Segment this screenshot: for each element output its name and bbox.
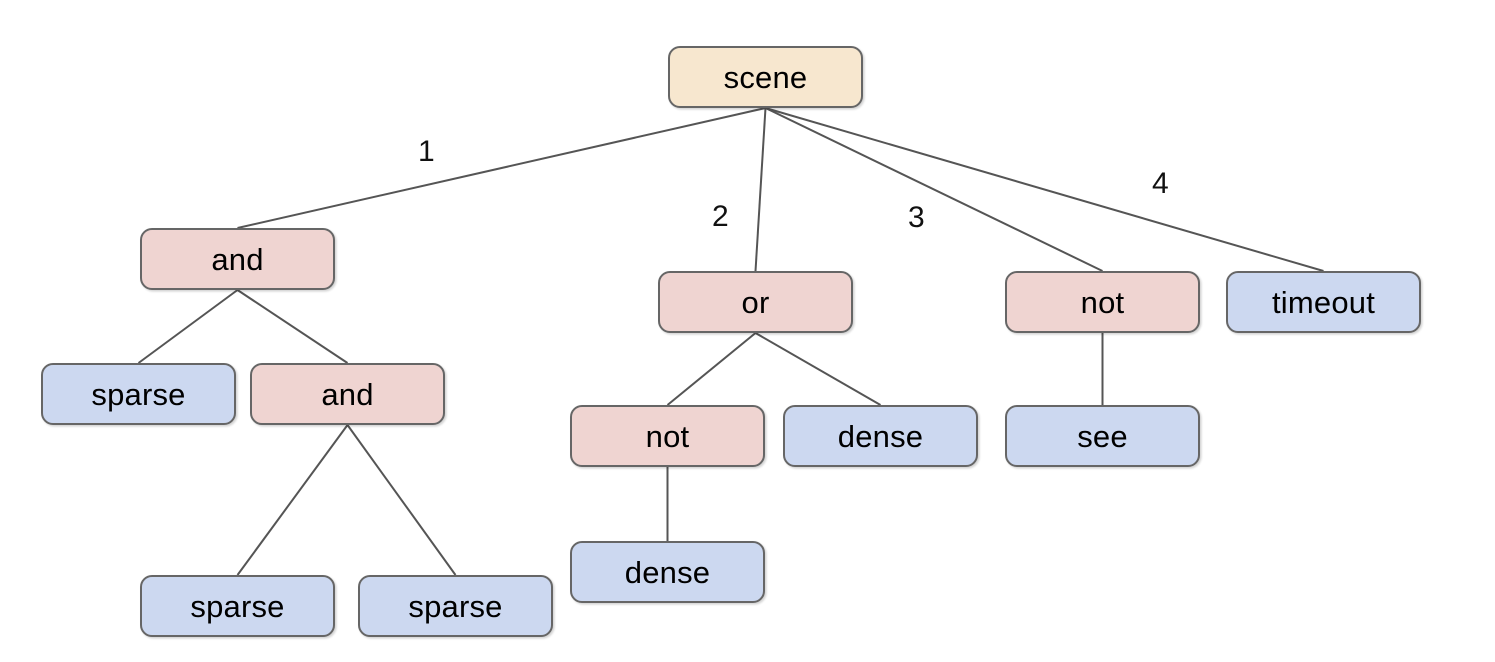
edge-label-scene-timeout1: 4: [1152, 167, 1169, 200]
tree-node-label: or: [741, 284, 770, 320]
tree-node-sparse1[interactable]: sparse: [41, 363, 236, 425]
tree-node-label: timeout: [1271, 284, 1376, 320]
tree-edge: [754, 107, 767, 272]
tree-node-label: see: [1077, 418, 1128, 454]
tree-node-dense2[interactable]: dense: [570, 541, 765, 603]
tree-edge: [236, 424, 349, 576]
tree-edge: [236, 289, 349, 364]
tree-edge: [755, 332, 881, 406]
tree-node-label: and: [211, 241, 264, 277]
tree-node-or1[interactable]: or: [658, 271, 853, 333]
tree-node-label: sparse: [91, 376, 186, 412]
edge-label-scene-and1: 1: [418, 135, 435, 168]
edge-label-scene-not1: 3: [908, 201, 925, 234]
tree-node-label: sparse: [408, 588, 503, 624]
tree-node-label: sparse: [190, 588, 285, 624]
tree-node-timeout1[interactable]: timeout: [1226, 271, 1421, 333]
edge-label-scene-or1: 2: [712, 200, 729, 233]
tree-node-sparse3[interactable]: sparse: [358, 575, 553, 637]
tree-node-see1[interactable]: see: [1005, 405, 1200, 467]
tree-node-and2[interactable]: and: [250, 363, 445, 425]
tree-node-and1[interactable]: and: [140, 228, 335, 290]
tree-edge: [346, 424, 457, 576]
tree-node-label: and: [321, 376, 374, 412]
tree-node-sparse2[interactable]: sparse: [140, 575, 335, 637]
tree-node-dense1[interactable]: dense: [783, 405, 978, 467]
tree-edge: [765, 107, 1324, 272]
tree-edge: [137, 289, 239, 364]
tree-node-not1[interactable]: not: [1005, 271, 1200, 333]
tree-node-label: not: [645, 418, 690, 454]
tree-node-label: dense: [624, 554, 711, 590]
tree-edge: [666, 332, 757, 406]
tree-node-label: not: [1080, 284, 1125, 320]
tree-edge: [237, 107, 766, 229]
tree-node-scene[interactable]: scene: [668, 46, 863, 108]
tree-node-label: dense: [837, 418, 924, 454]
tree-edge: [765, 107, 1103, 272]
tree-node-not2[interactable]: not: [570, 405, 765, 467]
tree-node-label: scene: [723, 59, 808, 95]
